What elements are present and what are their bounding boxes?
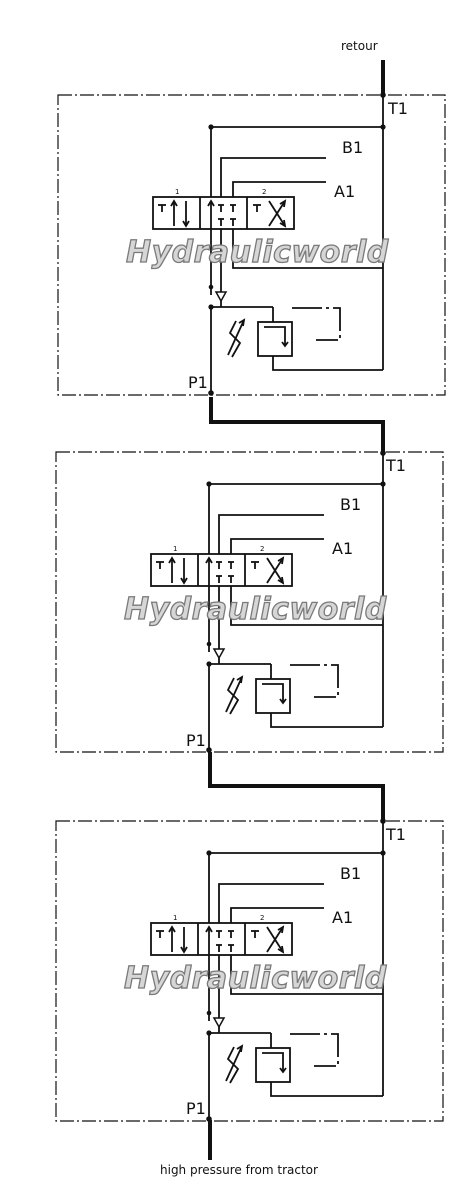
a-port-label: A1	[334, 182, 355, 201]
t-port-dot	[380, 450, 386, 456]
b-port-label: B1	[342, 138, 363, 157]
link-line-1-2	[209, 397, 385, 453]
svg-text:1: 1	[173, 914, 177, 922]
p-port-dot	[206, 747, 212, 753]
b-port-label: B1	[340, 495, 361, 514]
p-port-label: P1	[186, 1099, 206, 1118]
b-port-line	[218, 514, 324, 554]
relief-valve	[225, 1033, 383, 1097]
relief-valve	[227, 307, 383, 371]
t-port-dot	[380, 818, 386, 824]
section-boundary	[55, 451, 444, 753]
a-port-label: A1	[332, 908, 353, 927]
svg-text:1: 1	[175, 188, 179, 196]
valve-section-3: T1 B1 A1 1 2	[55, 818, 444, 1122]
a-port-line	[232, 181, 326, 197]
watermark: Hydraulicworld	[126, 235, 389, 270]
section-boundary	[57, 94, 446, 396]
watermark: Hydraulicworld	[124, 961, 387, 996]
p-port-dot	[206, 1116, 212, 1122]
a-port-line	[230, 907, 324, 923]
directional-valve: 1 2	[150, 914, 293, 956]
b-port-label: B1	[340, 864, 361, 883]
b-port-line	[220, 157, 326, 197]
valve-section-1: T1 B1 A1 1 2	[57, 92, 446, 396]
a-port-line	[230, 538, 324, 554]
svg-text:2: 2	[262, 188, 266, 196]
svg-text:1: 1	[173, 545, 177, 553]
directional-valve: 1 2	[152, 188, 295, 230]
t-port-label: T1	[385, 825, 406, 844]
link-line-2-3	[208, 752, 385, 821]
t-port-label: T1	[385, 456, 406, 475]
a-port-label: A1	[332, 539, 353, 558]
t-port-dot	[380, 92, 386, 98]
valve-section-2: T1 B1 A1 1 2	[55, 450, 444, 753]
watermark: Hydraulicworld	[124, 592, 387, 627]
section-boundary	[55, 820, 444, 1122]
b-port-line	[218, 883, 324, 923]
retour-label: retour	[341, 39, 378, 53]
t-port-label: T1	[387, 99, 408, 118]
relief-valve	[225, 664, 383, 728]
directional-valve: 1 2	[150, 545, 293, 587]
p-port-label: P1	[188, 373, 208, 392]
supply-label: high pressure from tractor	[160, 1163, 318, 1177]
p-port-label: P1	[186, 731, 206, 750]
svg-text:2: 2	[260, 545, 264, 553]
svg-text:2: 2	[260, 914, 264, 922]
p-port-dot	[208, 390, 214, 396]
